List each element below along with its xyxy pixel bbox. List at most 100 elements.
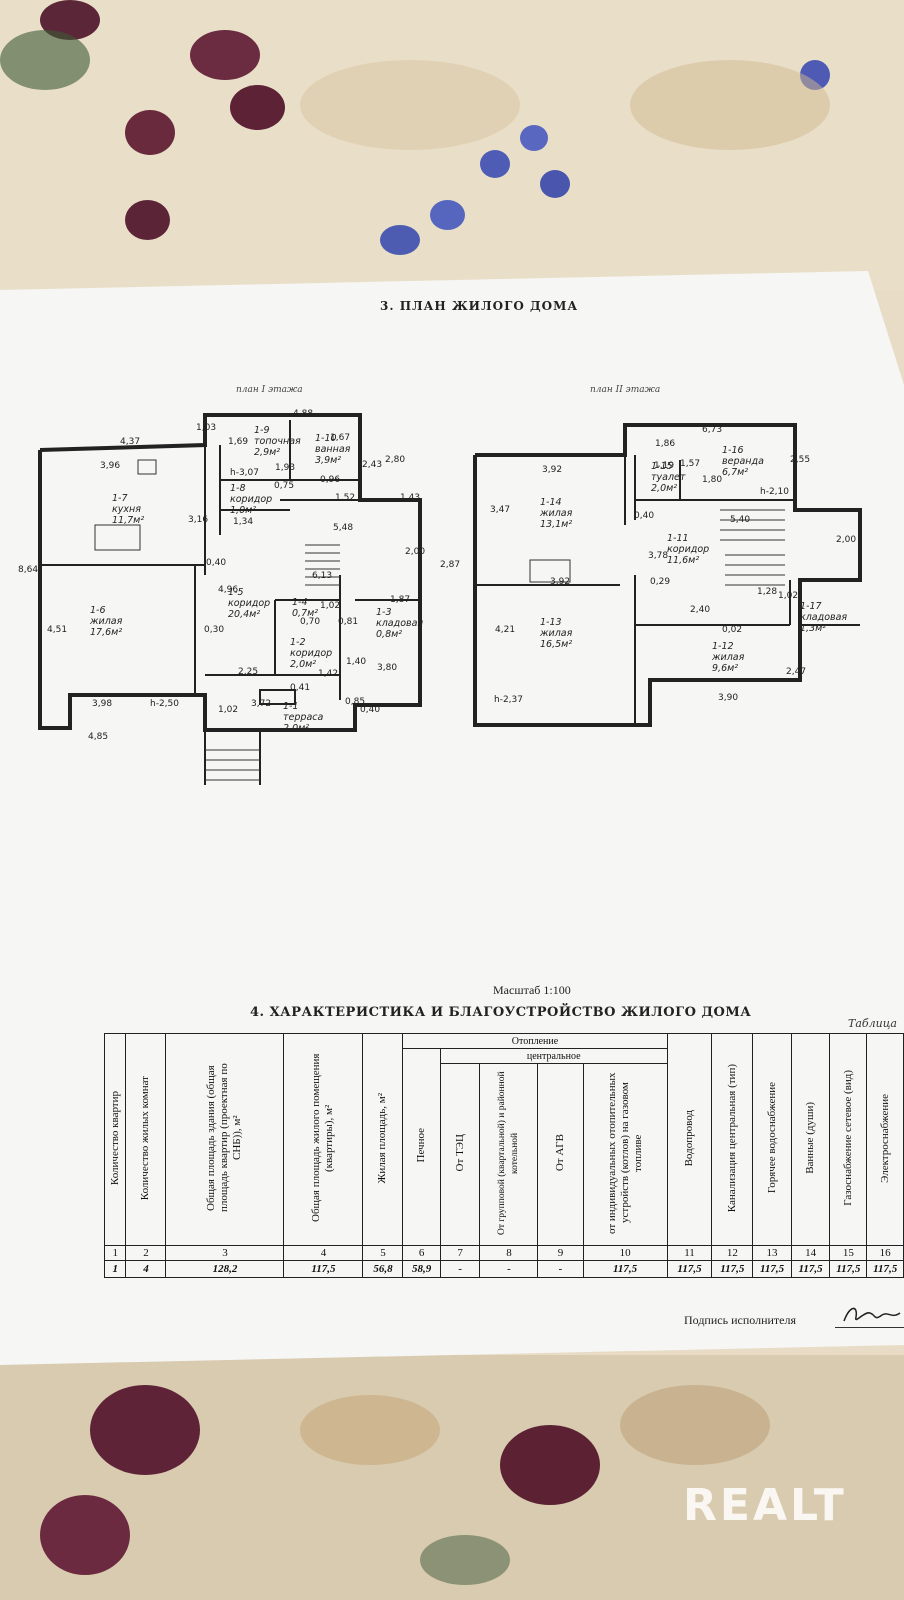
dimension: 5,40 <box>730 515 751 525</box>
dimension: 1,93 <box>275 463 296 473</box>
dimension: 1,87 <box>390 595 411 605</box>
col-header-11: Водопровод <box>666 1033 713 1246</box>
characteristics-table: Количество квартир Количество жилых комн… <box>103 1033 904 1278</box>
dimension: 4,88 <box>293 409 314 419</box>
dimension: 2,40 <box>690 605 711 615</box>
plan-section-title: 3. ПЛАН ЖИЛОГО ДОМА <box>380 299 579 313</box>
signature-mark <box>843 1307 901 1322</box>
table-cell: 117,5 <box>866 1260 904 1278</box>
col-number: 2 <box>125 1245 167 1261</box>
col-number: 5 <box>362 1245 404 1261</box>
col-number: 9 <box>537 1245 584 1261</box>
floor2-plan <box>473 423 862 727</box>
table-cell: 1 <box>103 1260 127 1278</box>
dimension: 6,73 <box>702 425 723 435</box>
col-header-9: От АГВ <box>537 1063 584 1246</box>
col-header-10: от индивидуальных отопительных устройств… <box>582 1063 668 1246</box>
dimension: 1,43 <box>400 493 421 503</box>
dimension: 3,92 <box>550 577 571 587</box>
col-number: 10 <box>582 1245 668 1261</box>
col-number: 12 <box>711 1245 754 1261</box>
col-header-3: Общая площадь здания (общая площадь квар… <box>165 1033 285 1246</box>
dimension: 1,80 <box>702 475 723 485</box>
col-number: 16 <box>866 1245 904 1261</box>
table-cell: 56,8 <box>362 1260 404 1278</box>
table-cell: 117,5 <box>752 1260 792 1278</box>
col-header-14: Ванные (души) <box>790 1033 831 1246</box>
dimension: 1,57 <box>680 459 701 469</box>
dimension: 1,42 <box>318 669 339 679</box>
table-cell: - <box>439 1260 481 1278</box>
dimension: 2,00 <box>836 535 857 545</box>
table-cell: 117,5 <box>582 1260 668 1278</box>
col-number: 4 <box>283 1245 364 1261</box>
dimension: h-3,07 <box>230 468 259 478</box>
scale-label: Масштаб 1:100 <box>493 983 571 997</box>
dimension: 0,40 <box>206 558 227 568</box>
table-cell: 117,5 <box>829 1260 868 1278</box>
dimension: 0,40 <box>360 705 381 715</box>
dimension: 2,80 <box>385 455 406 465</box>
dimension: 2,25 <box>238 667 259 677</box>
col-number: 3 <box>165 1245 285 1261</box>
col-number: 1 <box>103 1245 127 1261</box>
dimension: 4,51 <box>47 625 68 635</box>
dimension: 3,96 <box>100 461 121 471</box>
dimension: 6,13 <box>312 571 333 581</box>
floor1-label: план I этажа <box>236 385 303 395</box>
col-number: 7 <box>439 1245 481 1261</box>
col-header-12: Канализация центральная (тип) <box>711 1033 754 1246</box>
col-header-15: Газоснабжение сетевое (вид) <box>829 1033 868 1246</box>
dimension: 2,87 <box>440 560 461 570</box>
floor1-plan <box>38 413 422 785</box>
dimension: 2,43 <box>362 460 383 470</box>
col-header-5: Жилая площадь, м² <box>362 1033 404 1246</box>
dimension: 0,85 <box>345 697 366 707</box>
dimension: 1,19 <box>654 461 675 471</box>
dimension: 3,90 <box>718 693 739 703</box>
dimension: 1,03 <box>196 423 217 433</box>
dimension: 0,75 <box>274 481 295 491</box>
dimension: 0,40 <box>634 511 655 521</box>
dimension: 4,96 <box>218 585 239 595</box>
col-number: 14 <box>790 1245 831 1261</box>
document-sheet: 3. ПЛАН ЖИЛОГО ДОМА план I этажа план II… <box>0 271 904 1365</box>
dimension: 2,47 <box>786 667 807 677</box>
dimension: 1,28 <box>757 587 778 597</box>
col-header-1: Количество квартир <box>103 1033 127 1246</box>
dimension: 0,81 <box>338 617 359 627</box>
table-cell: - <box>479 1260 539 1278</box>
table-cell: - <box>537 1260 584 1278</box>
dimension: h-2,37 <box>494 695 523 705</box>
dimension: 2,55 <box>790 455 811 465</box>
table-cell: 117,5 <box>711 1260 754 1278</box>
dimension: 4,85 <box>88 732 109 742</box>
dimension: 2,00 <box>405 547 426 557</box>
table-row: 1 4 128,2 117,5 56,8 58,9 - - - 117,5 11… <box>103 1260 904 1278</box>
dimension: 3,16 <box>188 515 209 525</box>
dimension: 3,47 <box>490 505 511 515</box>
dimension: 1,02 <box>218 705 239 715</box>
tablecloth-top <box>0 0 904 290</box>
dimension: 3,80 <box>377 663 398 673</box>
table-cell: 4 <box>125 1260 167 1278</box>
table-cell: 117,5 <box>790 1260 831 1278</box>
dimension: 0,30 <box>204 625 225 635</box>
dimension: 1,52 <box>335 493 356 503</box>
dimension: 1,69 <box>228 437 249 447</box>
col-number: 8 <box>479 1245 539 1261</box>
col-header-4: Общая площадь жилого помещения (квартиры… <box>283 1033 364 1246</box>
dimension: 8,64 <box>18 565 39 575</box>
